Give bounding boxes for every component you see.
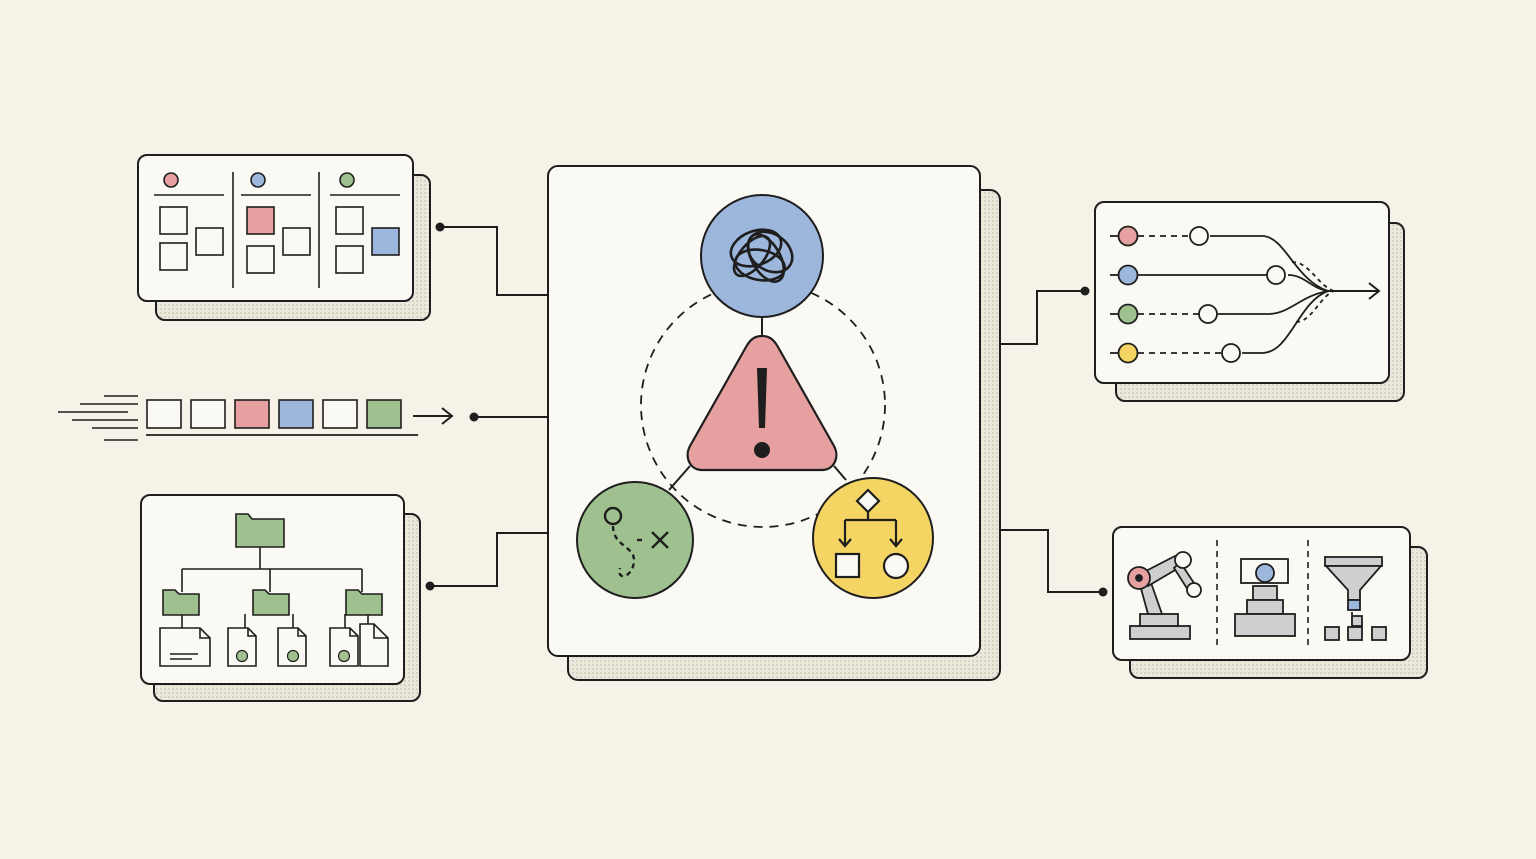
connector-kanban (440, 226, 548, 296)
connector-factory (1001, 529, 1103, 593)
tangled-knot-icon (729, 228, 794, 283)
dashed-orbit (640, 282, 886, 528)
flowchart-decision-icon (834, 488, 910, 580)
connector-filetree (430, 532, 548, 587)
file-dot-icon (235, 649, 351, 663)
merge-arrow-icon (1326, 282, 1381, 300)
root-folder-icon (235, 513, 285, 548)
folder-icon (162, 589, 383, 616)
task-card (335, 206, 364, 235)
connectors (430, 226, 1103, 593)
merge-curves (1210, 235, 1335, 354)
task-card (246, 245, 275, 274)
tangled-knot-node (700, 194, 824, 318)
column-status-dot (163, 172, 179, 188)
kanban-column (241, 172, 311, 274)
kanban-column (330, 172, 400, 274)
column-status-dot (339, 172, 355, 188)
flowchart-decision-node (812, 477, 934, 599)
merge-lanes (1110, 225, 1286, 364)
lane-dot (1117, 342, 1139, 364)
task-card (246, 206, 275, 235)
connector-merge (1001, 290, 1085, 345)
queue-cell (322, 399, 358, 429)
queue-cell (278, 399, 314, 429)
warning-triangle-icon (686, 334, 838, 472)
task-card (195, 227, 224, 256)
task-card (159, 206, 188, 235)
file-tree-card (140, 494, 421, 702)
lane-ring (1189, 226, 1209, 246)
kanban-columns (154, 172, 400, 288)
center-panel (547, 165, 1001, 681)
path-to-target-icon (603, 506, 669, 578)
queue-cell (146, 399, 182, 429)
task-card (335, 245, 364, 274)
lane-ring (1266, 265, 1286, 285)
merge-lane (1110, 342, 1241, 364)
connector-dots (425, 222, 1108, 597)
lane-ring (1221, 343, 1241, 363)
funnel-icon (1323, 556, 1387, 641)
lane-dot (1117, 303, 1139, 325)
queue-cell (190, 399, 226, 429)
speed-lines (58, 395, 138, 441)
lane-dot (1117, 264, 1139, 286)
queue-arrow-icon (413, 407, 454, 425)
column-status-dot (250, 172, 266, 188)
merge-lane (1110, 303, 1218, 325)
task-card (159, 242, 188, 271)
task-card (282, 227, 311, 256)
task-card (371, 227, 400, 256)
queue-cells (146, 399, 402, 429)
robot-arm-icon (1127, 551, 1202, 640)
path-to-target-node (576, 481, 694, 599)
branch-merge-card (1094, 201, 1405, 402)
document-icon (159, 627, 211, 667)
merge-lane (1110, 264, 1286, 286)
press-machine-icon (1234, 558, 1296, 637)
merge-lane (1110, 225, 1209, 247)
node-links (668, 318, 847, 491)
factory-card (1112, 526, 1428, 679)
queue-cell (366, 399, 402, 429)
kanban-column (154, 172, 224, 271)
kanban-board-card (137, 154, 431, 321)
section-dividers (1216, 540, 1309, 646)
queue-cell (234, 399, 270, 429)
lane-dot (1117, 225, 1139, 247)
tree-lines (181, 546, 369, 628)
lane-ring (1198, 304, 1218, 324)
queue-stream (58, 395, 454, 441)
